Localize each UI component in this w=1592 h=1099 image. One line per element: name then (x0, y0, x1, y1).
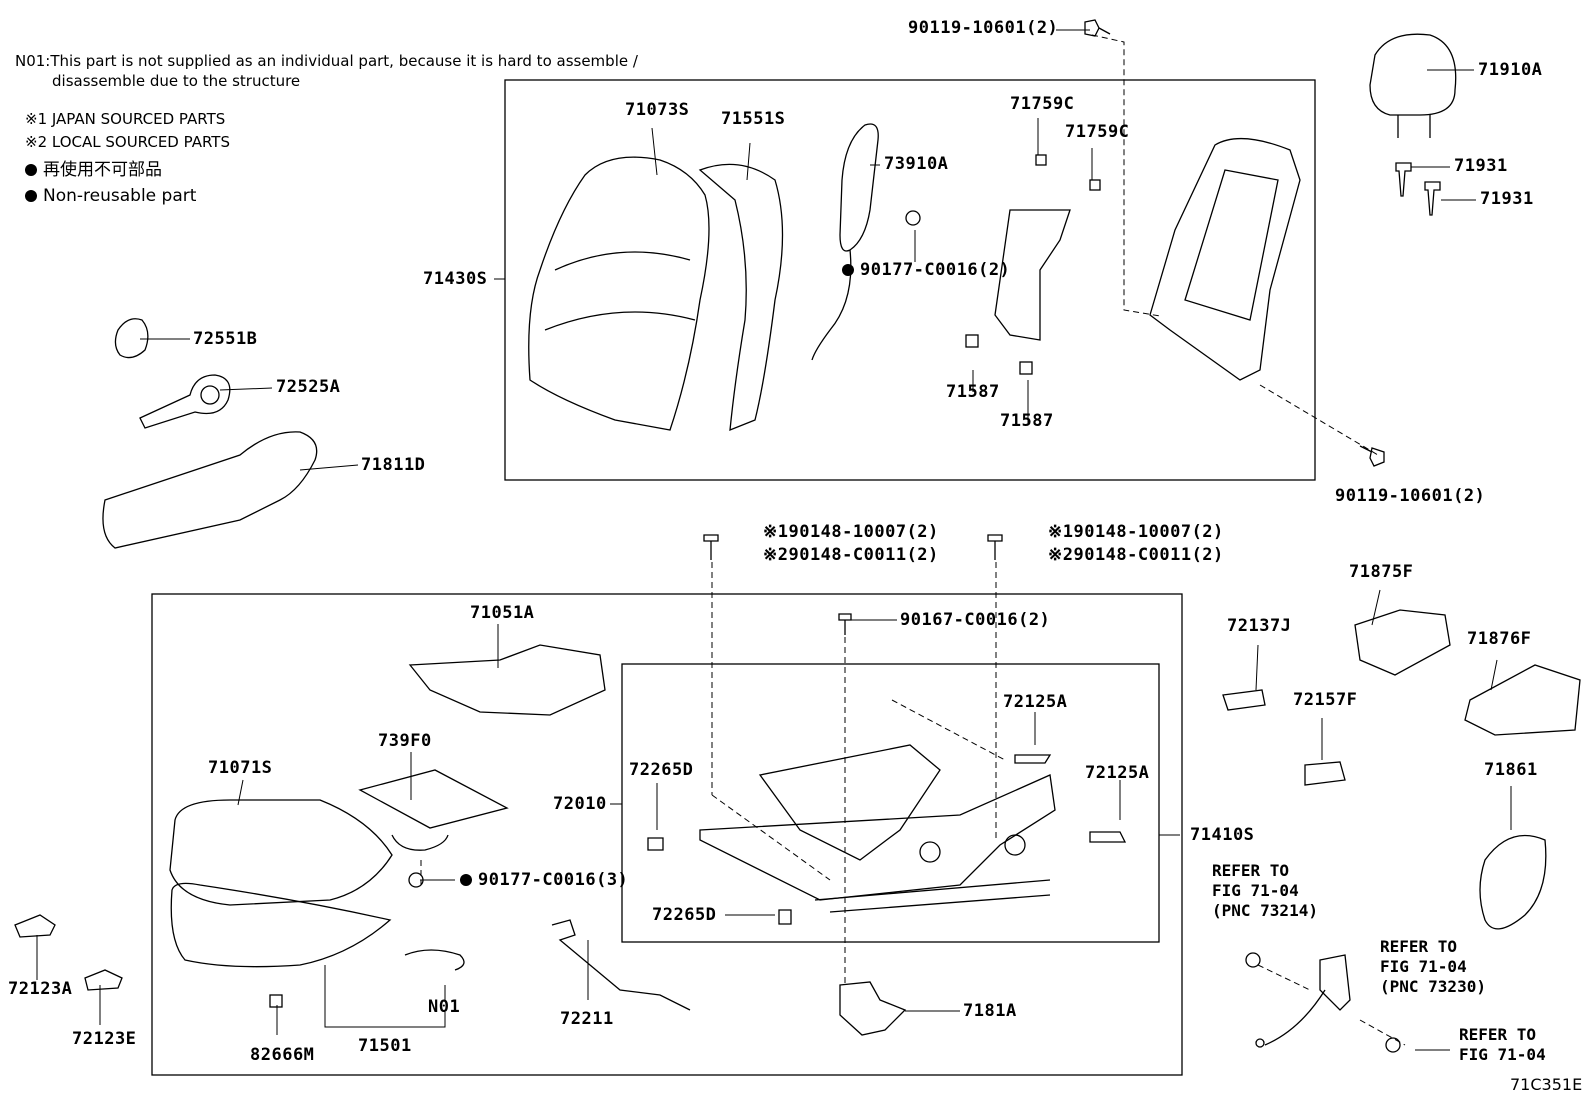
legend-non-reusable-en: Non-reusable part (25, 188, 196, 205)
part-label-73910A: 73910A (884, 154, 949, 174)
part-label-71551S: 71551S (721, 109, 786, 129)
note-local-sourced: ※2 LOCAL SOURCED PARTS (25, 133, 230, 151)
note-japan-sourced: ※1 JAPAN SOURCED PARTS (25, 110, 226, 128)
legend-non-reusable-jp: 再使用不可部品 (25, 162, 162, 179)
part-label-739F0: 739F0 (378, 731, 432, 751)
part-label-71759C-b: 71759C (1065, 122, 1130, 142)
part-label-90148-b1: ※190148-10007(2) (1048, 522, 1224, 542)
refer-note-pnc-73214: REFER TO FIG 71-04 (PNC 73214) (1212, 861, 1318, 920)
part-label-72265D-a: 72265D (629, 760, 694, 780)
part-label-71861: 71861 (1484, 760, 1538, 780)
refer-note-pnc-73230: REFER TO FIG 71-04 (PNC 73230) (1380, 937, 1486, 996)
part-label-72123A: 72123A (8, 979, 73, 999)
part-label-90177-2: 90177-C0016(2) (842, 262, 1010, 279)
legend-non-reusable-jp-text: 再使用不可部品 (43, 160, 162, 180)
part-label-71931-a: 71931 (1454, 156, 1508, 176)
note-n01-line1: N01:This part is not supplied as an indi… (15, 52, 638, 70)
part-label-71759C-a: 71759C (1010, 94, 1075, 114)
part-label-90148-a1: ※190148-10007(2) (763, 522, 939, 542)
part-label-72010: 72010 (553, 794, 607, 814)
cushion-group-box (151, 593, 1183, 1076)
part-label-90119-top: 90119-10601(2) (908, 18, 1059, 38)
part-label-71587-a: 71587 (946, 382, 1000, 402)
part-label-90177-3-text: 90177-C0016(3) (478, 870, 629, 890)
part-label-82666M: 82666M (250, 1045, 315, 1065)
part-label-90177-3: 90177-C0016(3) (460, 872, 628, 889)
part-label-71876F: 71876F (1467, 629, 1532, 649)
legend-non-reusable-en-text: Non-reusable part (43, 186, 197, 206)
part-label-7181A: 7181A (963, 1001, 1017, 1021)
part-label-71910A: 71910A (1478, 60, 1543, 80)
part-label-71430S: 71430S (423, 269, 488, 289)
seatback-group-box (504, 79, 1316, 481)
bullet-dot-icon (25, 164, 37, 176)
non-reusable-dot-icon (842, 264, 854, 276)
part-label-90167: 90167-C0016(2) (900, 610, 1051, 630)
part-label-72525A: 72525A (276, 377, 341, 397)
part-label-71875F: 71875F (1349, 562, 1414, 582)
part-label-90148-a2: ※290148-C0011(2) (763, 545, 939, 565)
part-label-71071S: 71071S (208, 758, 273, 778)
part-label-71410S: 71410S (1190, 825, 1255, 845)
part-label-71811D: 71811D (361, 455, 426, 475)
part-label-72211: 72211 (560, 1009, 614, 1029)
part-label-72157F: 72157F (1293, 690, 1358, 710)
part-label-72265D-b: 72265D (652, 905, 717, 925)
part-label-71051A: 71051A (470, 603, 535, 623)
part-label-72125A-a: 72125A (1003, 692, 1068, 712)
part-label-72125A-b: 72125A (1085, 763, 1150, 783)
part-label-72137J: 72137J (1227, 616, 1292, 636)
part-label-90148-b2: ※290148-C0011(2) (1048, 545, 1224, 565)
part-label-72551B: 72551B (193, 329, 258, 349)
bullet-dot-icon (25, 190, 37, 202)
non-reusable-dot-icon (460, 874, 472, 886)
adjuster-group-box (621, 663, 1160, 943)
part-label-90119-bottom: 90119-10601(2) (1335, 486, 1486, 506)
part-label-71587-b: 71587 (1000, 411, 1054, 431)
part-label-72123E: 72123E (72, 1029, 137, 1049)
part-label-71073S: 71073S (625, 100, 690, 120)
part-label-71931-b: 71931 (1480, 189, 1534, 209)
part-label-90177-2-text: 90177-C0016(2) (860, 260, 1011, 280)
note-n01-line2: disassemble due to the structure (52, 72, 301, 90)
part-label-71501: 71501 (358, 1036, 412, 1056)
illustration-code: 71C351E (1510, 1075, 1583, 1094)
part-label-N01: N01 (428, 997, 461, 1017)
refer-note-fig-71-04: REFER TO FIG 71-04 (1459, 1025, 1546, 1064)
